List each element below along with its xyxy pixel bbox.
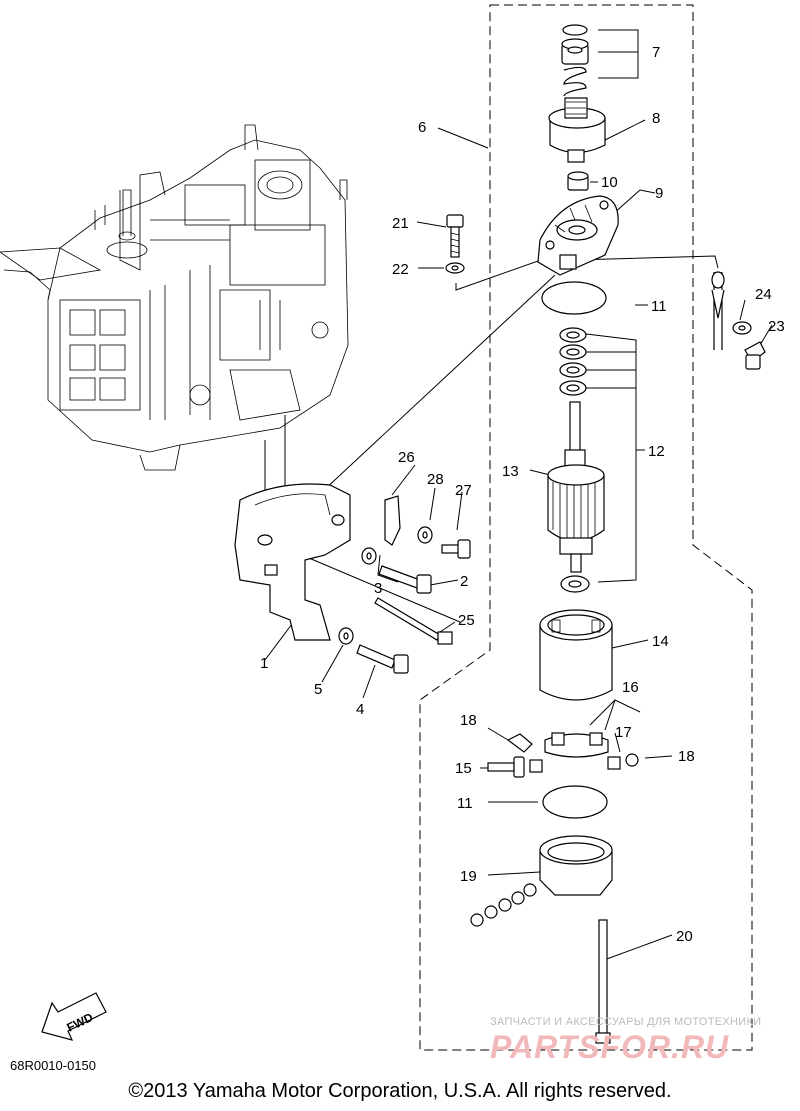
part-20-through-bolt	[595, 919, 611, 1044]
callout-17: 17	[615, 724, 632, 741]
callout-15: 15	[455, 760, 472, 777]
starter-cable-lead	[711, 271, 725, 350]
callout-16: 16	[622, 679, 639, 696]
part-22-washer	[445, 262, 465, 274]
callout-24: 24	[755, 286, 772, 303]
callout-6: 6	[418, 119, 426, 136]
part-14-yoke	[539, 609, 613, 701]
engine-block-illustration	[0, 124, 349, 471]
part-10-bushing	[567, 171, 589, 191]
callout-11-lower: 11	[457, 795, 473, 812]
watermark-caption: ЗАПЧАСТИ И АКСЕССУАРЫ ДЛЯ МОТОТЕХНИКИ	[490, 1016, 762, 1028]
part-26-clamp	[384, 495, 401, 546]
callout-19: 19	[460, 868, 477, 885]
callout-1: 1	[260, 655, 268, 672]
part-1-starter-bracket	[234, 483, 351, 641]
callout-22: 22	[392, 261, 409, 278]
copyright-notice: ©2013 Yamaha Motor Corporation, U.S.A. A…	[128, 1080, 672, 1102]
part-11-o-ring-lower	[542, 785, 608, 819]
callout-12: 12	[648, 443, 665, 460]
part-23-nut	[744, 341, 766, 370]
part-18-brush-terminal	[506, 733, 639, 767]
part-27-bolt	[441, 539, 471, 559]
part-7-stop-ring-set	[561, 24, 589, 97]
part-11-o-ring-upper	[541, 281, 607, 315]
part-4-bolt	[356, 644, 409, 674]
callout-23: 23	[768, 318, 785, 335]
callout-5: 5	[314, 681, 322, 698]
callout-10: 10	[601, 174, 618, 191]
part-9-front-bracket	[537, 195, 619, 276]
leader-lines	[264, 29, 773, 961]
callout-18-right: 18	[678, 748, 695, 765]
callout-11-upper: 11	[651, 298, 667, 315]
part-8-pinion-clutch	[548, 97, 606, 163]
part-21-bolt	[446, 214, 464, 258]
callout-14: 14	[652, 633, 669, 650]
part-16-brush-holder	[544, 732, 609, 758]
callout-18-left: 18	[460, 712, 477, 729]
part-24-washer	[732, 321, 752, 335]
callout-27: 27	[455, 482, 472, 499]
catalog-code: 68R0010-0150	[10, 1058, 97, 1073]
part-28-washer	[417, 526, 433, 544]
callout-2: 2	[460, 573, 468, 590]
callout-21: 21	[392, 215, 409, 232]
part-3-washer	[361, 547, 377, 565]
part-19-rear-bracket	[470, 835, 613, 927]
part-2-bolt	[378, 565, 432, 594]
callout-25: 25	[458, 612, 475, 629]
part-12-washer-set	[559, 327, 590, 593]
callout-8: 8	[652, 110, 660, 127]
callout-13: 13	[502, 463, 519, 480]
starter-assembly-boundary	[419, 4, 753, 1051]
callout-26: 26	[398, 449, 415, 466]
callout-7: 7	[652, 44, 660, 61]
watermark-logo: PARTSFOR.RU	[490, 1029, 730, 1065]
part-25-cable-tie	[374, 597, 453, 645]
callout-28: 28	[427, 471, 444, 488]
callout-20: 20	[676, 928, 693, 945]
fwd-direction-arrow: FWD	[41, 992, 107, 1041]
callout-numbers: 1 2 3 4 5 6 7 8 9 10 11 11 12 13 14 15 1…	[260, 44, 785, 945]
callout-3: 3	[374, 580, 382, 597]
part-13-armature	[547, 401, 605, 573]
part-5-washer	[338, 627, 354, 645]
part-15-screw	[487, 756, 525, 778]
part-17-brush	[529, 756, 621, 773]
callout-9: 9	[655, 185, 663, 202]
callout-4: 4	[356, 701, 364, 718]
